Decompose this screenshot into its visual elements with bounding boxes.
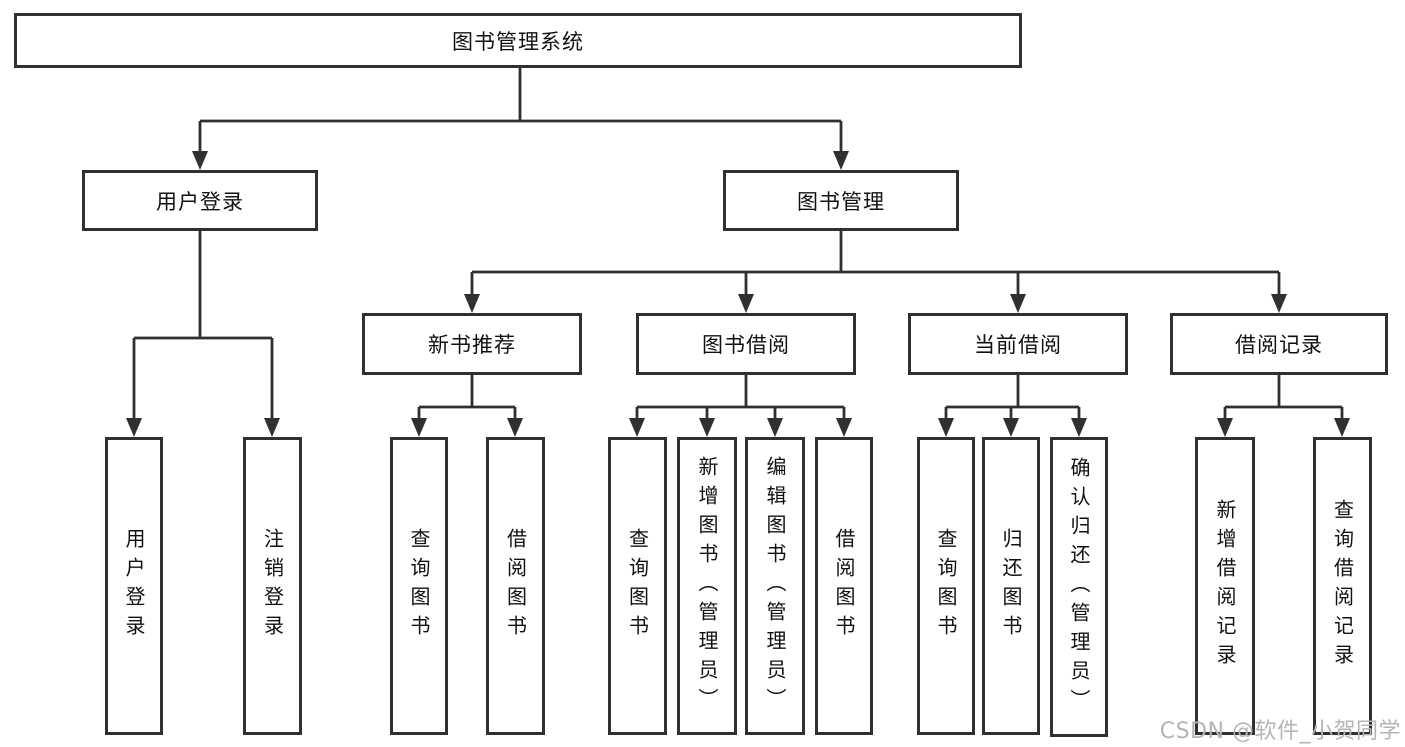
arrowhead-icon [126,418,142,437]
node-label: 新增借阅记录 [1213,499,1237,673]
node-label: 查询图书 [407,528,431,644]
leaf-query-books-recommend: 查询图书 [390,437,448,735]
arrowhead-icon [1003,418,1019,437]
arrowhead-icon [699,418,715,437]
tree-edges [132,66,1344,420]
node-label: 新增图书（管理员） [695,455,719,717]
node-label: 借阅图书 [832,528,856,644]
leaf-return-book: 归还图书 [982,437,1040,735]
arrowhead-icon [1217,418,1233,437]
node-label: 图书借阅 [702,333,790,357]
arrowhead-icon [464,294,480,313]
node-label: 新书推荐 [428,333,516,357]
arrowhead-icon [767,418,783,437]
node-label: 用户登录 [122,528,146,644]
leaf-user-login: 用户登录 [105,437,163,735]
arrowheads [126,151,1350,437]
node-current-borrow: 当前借阅 [908,313,1128,375]
arrowhead-icon [1271,294,1287,313]
arrowhead-icon [1334,418,1350,437]
node-borrow-records: 借阅记录 [1170,313,1388,375]
leaf-query-books-current: 查询图书 [917,437,975,735]
node-label: 确认归还（管理员） [1067,456,1091,718]
leaf-edit-book-admin: 编辑图书（管理员） [745,437,805,735]
node-label: 图书管理 [797,189,885,214]
node-label: 查询借阅记录 [1330,499,1355,673]
csdn-watermark: CSDN @软件_小贺同学 [1159,719,1401,744]
arrowhead-icon [836,418,852,437]
arrowhead-icon [1010,294,1026,313]
arrowhead-icon [833,151,849,170]
node-user-login: 用户登录 [82,170,318,231]
arrowhead-icon [1071,418,1087,437]
node-label: 编辑图书（管理员） [763,455,787,717]
arrowhead-icon [507,418,523,437]
arrowhead-icon [192,151,208,170]
leaf-logout: 注销登录 [243,437,302,735]
leaf-confirm-return-admin: 确认归还（管理员） [1050,437,1108,737]
node-label: 借阅记录 [1235,333,1323,357]
node-book-management: 图书管理 [723,170,959,231]
arrowhead-icon [738,294,754,313]
arrowhead-icon [629,418,645,437]
leaf-query-books-borrow: 查询图书 [608,437,667,735]
node-label: 注销登录 [260,528,285,644]
node-book-borrow: 图书借阅 [636,313,856,375]
node-label: 借阅图书 [503,528,528,644]
node-label: 当前借阅 [974,333,1062,357]
arrowhead-icon [938,418,954,437]
node-root: 图书管理系统 [14,13,1022,68]
leaf-borrow-books-recommend: 借阅图书 [486,437,545,735]
arrowhead-icon [264,418,280,437]
node-label: 图书管理系统 [452,29,584,54]
leaf-borrow-books: 借阅图书 [815,437,873,735]
leaf-add-book-admin: 新增图书（管理员） [677,437,737,735]
node-label: 用户登录 [156,189,244,214]
leaf-add-borrow-record: 新增借阅记录 [1195,437,1255,735]
node-label: 归还图书 [999,528,1023,644]
node-label: 查询图书 [625,528,650,644]
arrowhead-icon [411,418,427,437]
node-new-book-recommend: 新书推荐 [362,313,582,375]
leaf-query-borrow-record: 查询借阅记录 [1313,437,1372,735]
node-label: 查询图书 [934,528,958,644]
